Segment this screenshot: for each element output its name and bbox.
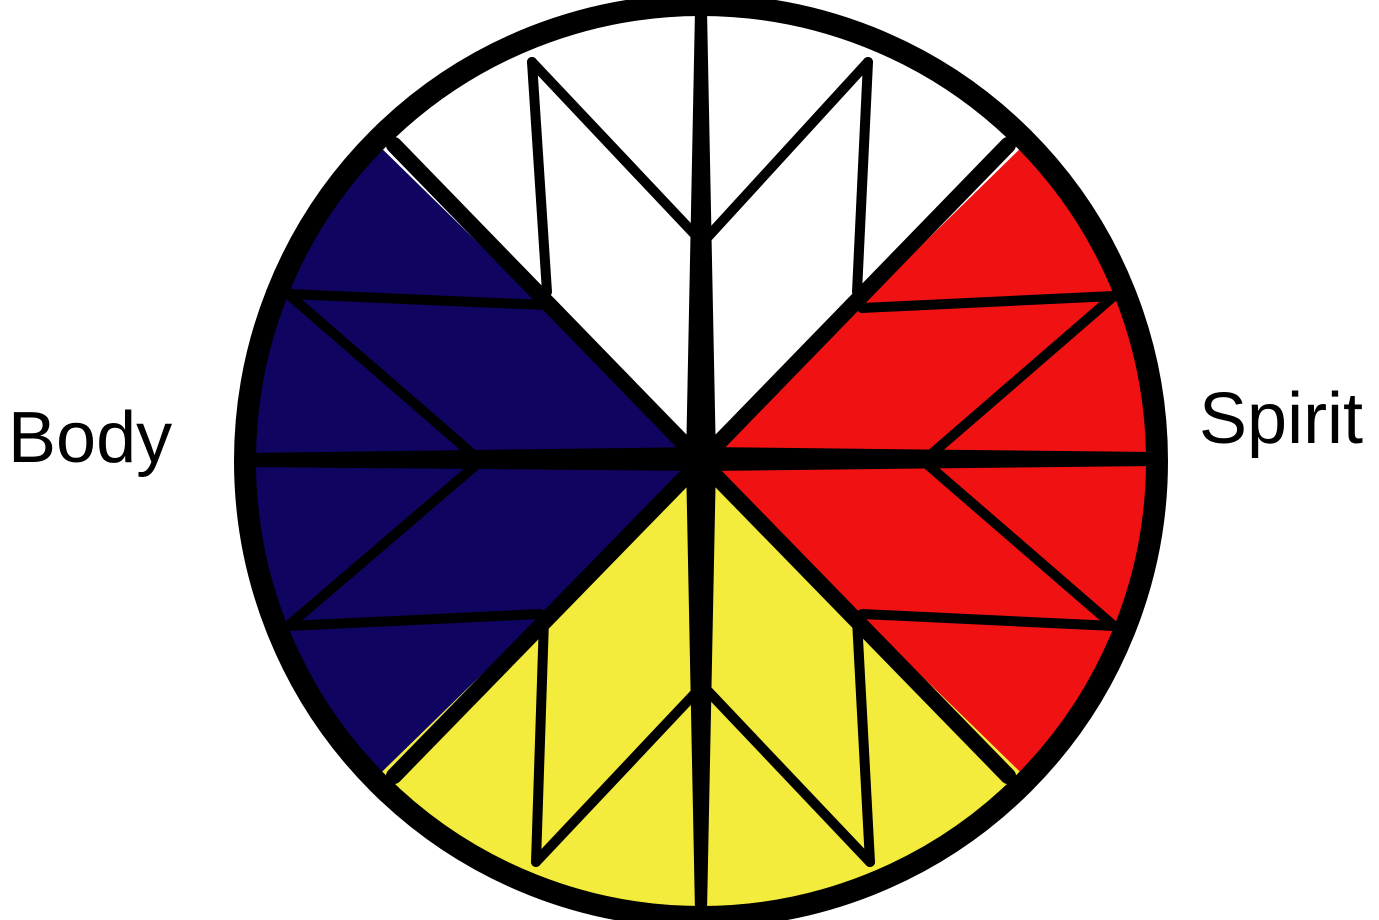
- label-body: Body: [8, 402, 172, 474]
- label-spirit: Spirit: [1199, 383, 1363, 455]
